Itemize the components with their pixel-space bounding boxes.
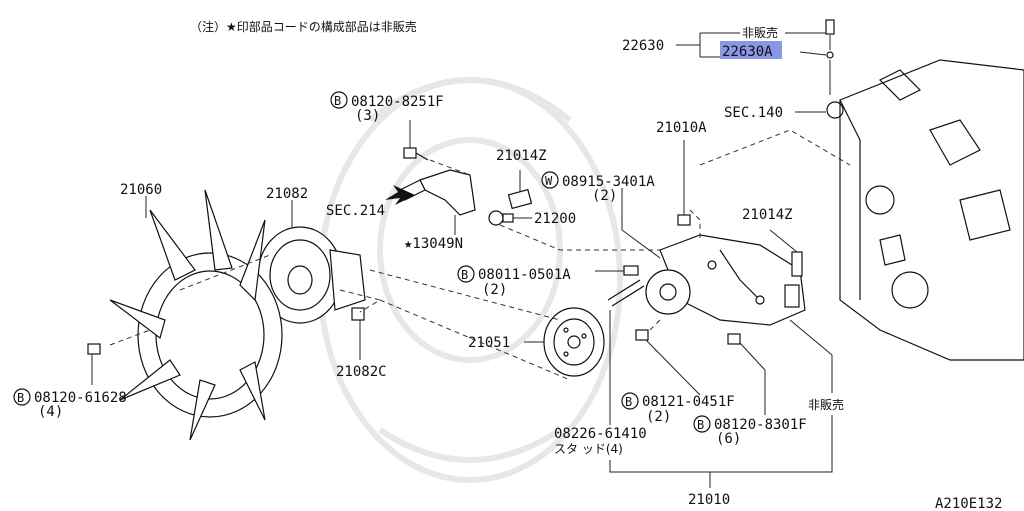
label-21060: 21060	[120, 182, 162, 198]
label-08120-8301F-qty: (6)	[716, 431, 741, 447]
temp-sensor-22630	[825, 19, 835, 95]
label-not-sold-right: 非販売	[808, 397, 844, 412]
badge-B-0451F: B	[625, 395, 632, 409]
label-22630: 22630	[622, 38, 664, 54]
label-08120-8251F: 08120-8251F	[351, 94, 444, 110]
label-08120-8251F-qty: (3)	[355, 108, 380, 124]
label-22630A: 22630A	[722, 44, 773, 60]
label-21014Z-top: 21014Z	[496, 148, 547, 164]
label-21082C: 21082C	[336, 364, 387, 380]
label-08120-61628-qty: (4)	[38, 404, 63, 420]
header-note: （注）★印部品コードの構成部品は非販売	[190, 19, 417, 34]
bolt-0451F	[635, 329, 649, 341]
studs-61410	[607, 279, 645, 307]
sensor-21014Z-right	[769, 229, 803, 277]
label-08121-0451F-qty: (2)	[646, 409, 671, 425]
fan-coupling-21082	[257, 226, 366, 324]
bolt-21010A	[677, 140, 691, 226]
watermark-crest	[317, 77, 623, 483]
badge-B-61628: B	[17, 391, 24, 405]
label-sec140: SEC.140	[724, 105, 783, 121]
label-21010A: 21010A	[656, 120, 707, 136]
label-21014Z-right: 21014Z	[742, 207, 793, 223]
label-not-sold-top: 非販売	[742, 25, 778, 40]
label-21051: 21051	[468, 335, 510, 351]
badge-B-0501A: B	[461, 268, 468, 282]
bolt-0501A	[623, 265, 639, 276]
label-08011-0501A-qty: (2)	[482, 282, 507, 298]
thermostat-housing	[399, 169, 476, 216]
engine-block	[826, 59, 1024, 361]
figure-code: A210E132	[935, 496, 1002, 511]
nut-21082C	[351, 307, 365, 321]
badge-B-8301F: B	[697, 418, 704, 432]
arrow-sec214	[385, 185, 415, 205]
sensor-21014Z-top	[507, 170, 533, 210]
label-08121-0451F: 08121-0451F	[642, 394, 735, 410]
label-08011-0501A: 08011-0501A	[478, 267, 571, 283]
highlight-22630A	[720, 41, 782, 59]
label-13049N: ★13049N	[404, 236, 463, 252]
label-21082: 21082	[266, 186, 308, 202]
pulley-21051	[543, 307, 605, 377]
water-pump	[645, 234, 806, 326]
label-08226-61410: 08226-61410	[554, 426, 647, 442]
badge-W: W	[545, 174, 553, 188]
label-08120-8301F: 08120-8301F	[714, 417, 807, 433]
label-08120-61628: 08120-61628	[34, 390, 127, 406]
badge-B-8251F: B	[334, 94, 341, 108]
washer-badge-3401A	[541, 171, 559, 189]
fan-21060	[109, 189, 283, 441]
bolt-8301F	[727, 333, 741, 345]
thermostat-21200	[488, 210, 514, 226]
label-21200: 21200	[534, 211, 576, 227]
bolt-61628	[87, 343, 101, 355]
label-08915-3401A-qty: (2)	[592, 188, 617, 204]
label-08915-3401A: 08915-3401A	[562, 174, 655, 190]
label-21010: 21010	[688, 492, 730, 508]
label-sec214: SEC.214	[326, 203, 385, 219]
label-stud-desc: スタ ッド(4)	[554, 442, 623, 456]
